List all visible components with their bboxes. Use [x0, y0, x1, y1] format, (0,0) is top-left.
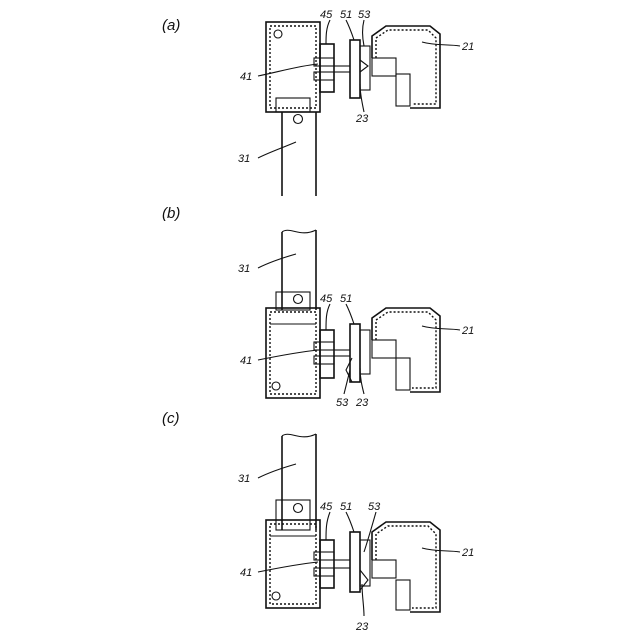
pole-a-clamp — [276, 98, 310, 112]
leader-b-31 — [258, 254, 296, 268]
leader-a-53 — [363, 20, 365, 46]
flange-c — [320, 540, 334, 588]
ref-b-31: 31 — [238, 263, 250, 275]
ref-c-21: 21 — [461, 547, 474, 559]
plate-b-53 — [360, 330, 370, 374]
figure-b-label: (b) — [162, 205, 180, 222]
shaft-b-top — [314, 342, 334, 350]
plate-b-cam — [346, 358, 352, 382]
figure-c-label: (c) — [162, 410, 180, 427]
ref-c-53: 53 — [368, 501, 381, 513]
leader-a-45 — [326, 20, 330, 44]
pole-a-pin — [294, 115, 303, 124]
ref-a-41: 41 — [240, 71, 252, 83]
plate-c-53 — [360, 540, 370, 586]
box-c-inner — [376, 526, 436, 608]
leader-b-53 — [344, 370, 350, 394]
box-b-inner — [376, 312, 436, 388]
pole-c-break — [282, 434, 316, 437]
shaft-a-top — [314, 58, 334, 66]
shaft-c-bottom — [314, 568, 334, 576]
leader-c-45 — [326, 512, 330, 540]
box-c-mount — [372, 560, 396, 578]
ref-a-21: 21 — [461, 41, 474, 53]
housing-a-hole — [274, 30, 282, 38]
leader-c-51 — [346, 512, 354, 532]
ref-b-41: 41 — [240, 355, 252, 367]
box-a-tab — [396, 74, 410, 106]
figure-a: (a) 45 51 53 21 41 — [162, 9, 474, 196]
ref-a-45: 45 — [320, 9, 333, 21]
pole-c-pin — [294, 504, 303, 513]
housing-c-outer — [266, 520, 320, 608]
ref-c-41: 41 — [240, 567, 252, 579]
ref-a-31: 31 — [238, 153, 250, 165]
shaft-a-bottom — [314, 72, 334, 80]
ref-c-23: 23 — [355, 621, 369, 633]
ref-c-45: 45 — [320, 501, 333, 513]
pole-c-clamp — [276, 500, 310, 530]
shaft-b-bottom — [314, 356, 334, 364]
ref-b-53: 53 — [336, 397, 349, 409]
leader-b-21 — [422, 326, 460, 330]
ref-b-51: 51 — [340, 293, 352, 305]
ref-c-31: 31 — [238, 473, 250, 485]
box-b-outer — [372, 308, 440, 392]
leader-c-23 — [362, 584, 364, 616]
ref-b-21: 21 — [461, 325, 474, 337]
leader-a-31 — [258, 142, 296, 158]
pole-b-pin — [294, 295, 303, 304]
leader-c-21 — [422, 548, 460, 552]
figure-c: (c) 31 45 51 53 — [162, 410, 474, 633]
ref-c-51: 51 — [340, 501, 352, 513]
box-a-inner — [376, 30, 436, 104]
box-c-tab — [396, 580, 410, 610]
ref-b-45: 45 — [320, 293, 333, 305]
figure-a-label: (a) — [162, 17, 180, 34]
box-b-mount — [372, 340, 396, 358]
figure-b: (b) 31 45 51 21 — [162, 205, 474, 409]
flange-b — [320, 330, 334, 378]
plate-c-cam — [360, 570, 368, 590]
ref-a-51: 51 — [340, 9, 352, 21]
shaft-c-top — [314, 552, 334, 560]
leader-a-51 — [346, 20, 354, 40]
leader-c-31 — [258, 464, 296, 478]
housing-c-hole — [272, 592, 280, 600]
plate-b-51 — [350, 324, 360, 382]
plate-a-cam — [360, 60, 368, 72]
ref-b-23: 23 — [355, 397, 369, 409]
housing-b-hole — [272, 382, 280, 390]
leader-a-41 — [258, 64, 318, 76]
leader-c-41 — [258, 562, 318, 572]
box-a-mount — [372, 58, 396, 76]
ref-a-53: 53 — [358, 9, 371, 21]
leader-b-51 — [346, 304, 354, 324]
leader-b-45 — [326, 304, 330, 330]
plate-c-51 — [350, 532, 360, 592]
flange-a — [320, 44, 334, 92]
leader-a-21 — [422, 42, 460, 46]
box-a-outer — [372, 26, 440, 108]
box-b-tab — [396, 358, 410, 390]
leader-b-41 — [258, 350, 318, 360]
ref-a-23: 23 — [355, 113, 369, 125]
box-c-outer — [372, 522, 440, 612]
plate-a-51 — [350, 40, 360, 98]
pole-b-break — [282, 230, 316, 233]
